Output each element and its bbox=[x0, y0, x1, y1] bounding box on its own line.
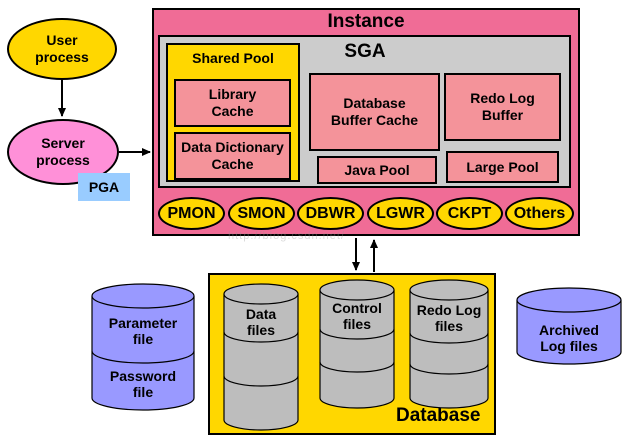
control-files-label: Control files bbox=[332, 300, 382, 332]
data-dictionary-cache: Data Dictionary Cache bbox=[174, 132, 291, 180]
java-pool: Java Pool bbox=[317, 156, 437, 184]
redo-log-files-cylinder bbox=[409, 279, 489, 409]
sga-title: SGA bbox=[344, 41, 386, 62]
bg-process-ckpt: CKPT bbox=[436, 197, 503, 230]
large-pool: Large Pool bbox=[446, 151, 559, 183]
password-file-label: Password file bbox=[109, 368, 177, 400]
redo-log-files-label: Redo Log files bbox=[416, 302, 482, 334]
data-files-cylinder bbox=[223, 283, 299, 431]
archived-log-files-cylinder bbox=[516, 287, 622, 365]
bg-process-smon: SMON bbox=[228, 197, 295, 230]
library-cache: Library Cache bbox=[174, 79, 291, 127]
data-files-label: Data files bbox=[245, 306, 277, 338]
bg-process-dbwr: DBWR bbox=[297, 197, 364, 230]
redo-log-buffer: Redo Log Buffer bbox=[444, 73, 561, 141]
control-files-cylinder bbox=[319, 279, 395, 409]
instance-title: Instance bbox=[327, 11, 405, 32]
bg-process-others: Others bbox=[505, 197, 574, 230]
user-process: User process bbox=[7, 18, 117, 80]
pga-box: PGA bbox=[78, 173, 130, 201]
bg-process-pmon: PMON bbox=[158, 197, 225, 230]
database-title: Database bbox=[396, 405, 481, 426]
parameter-file-label: Parameter file bbox=[108, 315, 178, 347]
parameter-password-cylinder bbox=[91, 283, 195, 411]
database-buffer-cache: Database Buffer Cache bbox=[309, 73, 440, 151]
archived-log-files-label: Archived Log files bbox=[539, 322, 599, 354]
bg-process-lgwr: LGWR bbox=[367, 197, 434, 230]
watermark: http://blog.csdn.net/ bbox=[228, 230, 346, 242]
shared-pool-title: Shared Pool bbox=[192, 50, 274, 66]
